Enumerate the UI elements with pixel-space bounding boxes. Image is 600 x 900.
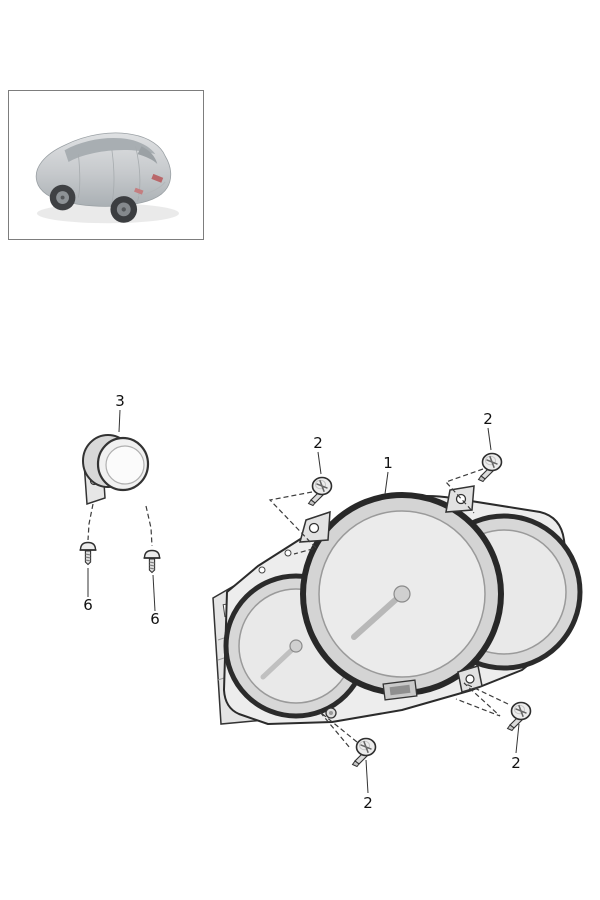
screw-icon-top-left — [307, 476, 333, 507]
mount-tab-top-left — [298, 510, 331, 543]
gauge-center — [300, 492, 504, 696]
gauge-left-hub — [289, 639, 303, 653]
screw-icon-clock-left — [78, 541, 98, 566]
car-shadow — [36, 203, 180, 224]
screw-icon-clock-right — [142, 549, 162, 574]
gauge-center-hub — [393, 585, 411, 603]
car-taillight — [151, 173, 164, 183]
callout-label-2-top-right[interactable]: 2 — [483, 410, 493, 428]
gauge-center-needle — [351, 591, 405, 640]
car-wheel-front — [49, 184, 76, 211]
screw-icon-top-right — [477, 452, 503, 483]
callout-label-6-right[interactable]: 6 — [150, 610, 160, 628]
car-window-band — [64, 138, 156, 163]
gauge-left-needle — [260, 643, 299, 680]
vehicle-illustration — [35, 132, 180, 224]
callout-label-6-left[interactable]: 6 — [83, 596, 93, 614]
cluster-connector — [382, 679, 418, 701]
callout-label-3[interactable]: 3 — [115, 392, 125, 410]
car-rear-window — [137, 146, 158, 165]
housing-clip — [284, 549, 292, 557]
car-door-lines — [77, 146, 141, 204]
callout-label-2-bottom[interactable]: 2 — [363, 794, 373, 812]
clock-face — [105, 445, 145, 485]
housing-clip — [258, 566, 266, 574]
callout-label-2-bottom-right[interactable]: 2 — [511, 754, 521, 772]
car-wheel-rear — [110, 196, 138, 223]
car-taillight-lower — [134, 187, 144, 195]
vehicle-thumbnail-box — [8, 90, 204, 240]
callout-label-2-top-left[interactable]: 2 — [313, 434, 323, 452]
mount-tab-bottom-right — [457, 665, 483, 693]
car-bumper-line — [127, 181, 166, 199]
leader-lines — [87, 468, 509, 749]
screw-icon-bottom-center — [351, 737, 377, 768]
mount-boss-bottom-left — [325, 707, 337, 719]
clock-gauge — [82, 434, 150, 506]
callout-pointer-lines — [87, 409, 520, 794]
callout-label-1[interactable]: 1 — [383, 454, 393, 472]
